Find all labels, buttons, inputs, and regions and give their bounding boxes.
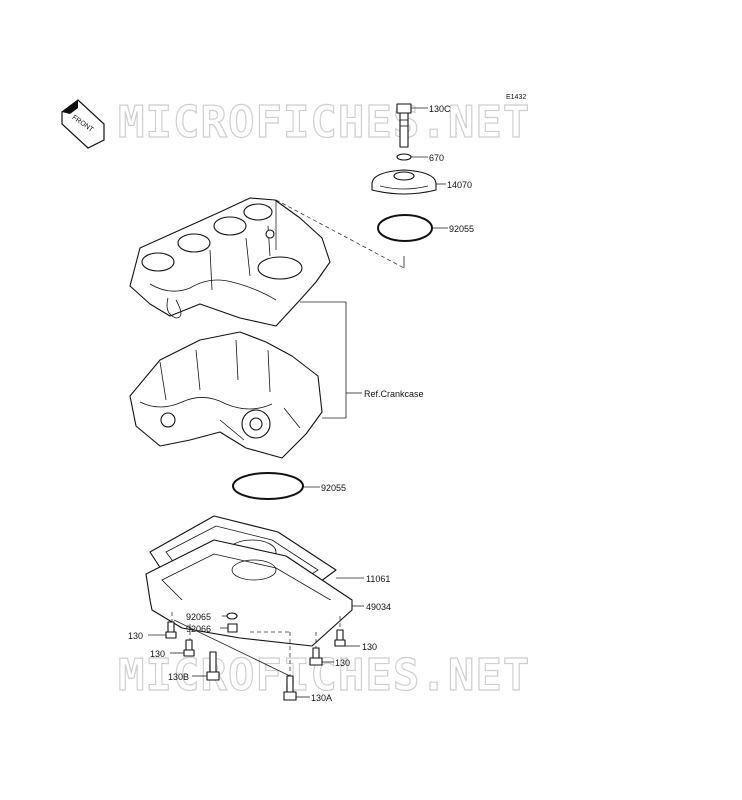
bolt-130-mid-left [183, 639, 195, 657]
callout-92055-top: 92055 [449, 224, 474, 234]
oring-92055-top [377, 214, 433, 242]
ref-crankcase-label: Ref.Crankcase [364, 389, 424, 399]
callout-130-mid-left: 130 [150, 649, 165, 659]
callout-130a: 130A [311, 693, 332, 703]
oring-670 [396, 153, 412, 161]
callout-130-left: 130 [128, 631, 143, 641]
bolt-130-right [309, 647, 323, 666]
callout-14070: 14070 [447, 180, 472, 190]
callout-92055-bottom: 92055 [321, 483, 346, 493]
callout-49034: 49034 [366, 602, 391, 612]
callout-670: 670 [429, 153, 444, 163]
callout-130c: 130C [429, 104, 451, 114]
front-arrow-icon: FRONT [61, 99, 105, 149]
bolt-130-right-top [334, 629, 346, 647]
callout-92065: 92065 [186, 612, 211, 622]
bolt-130c [396, 103, 412, 148]
callout-130-right-top: 130 [362, 642, 377, 652]
oil-pan-49034 [145, 539, 353, 647]
watermark-bottom: MICROFICHES.NET [118, 650, 530, 701]
cap-14070 [371, 169, 437, 195]
plug-92066 [227, 623, 238, 633]
callout-130-right: 130 [335, 658, 350, 668]
upper-crankcase [129, 197, 331, 327]
washer-92065 [226, 612, 238, 620]
callout-11061: 11061 [366, 574, 390, 584]
oring-92055-bottom [232, 472, 304, 500]
lower-crankcase [129, 331, 323, 459]
bolt-130a [283, 675, 297, 701]
callout-92066: 92066 [186, 624, 211, 634]
diagram-code: E1432 [506, 94, 526, 101]
watermark-top: MICROFICHES.NET [118, 97, 530, 148]
bolt-130-left [165, 621, 177, 639]
callout-130b: 130B [168, 672, 189, 682]
